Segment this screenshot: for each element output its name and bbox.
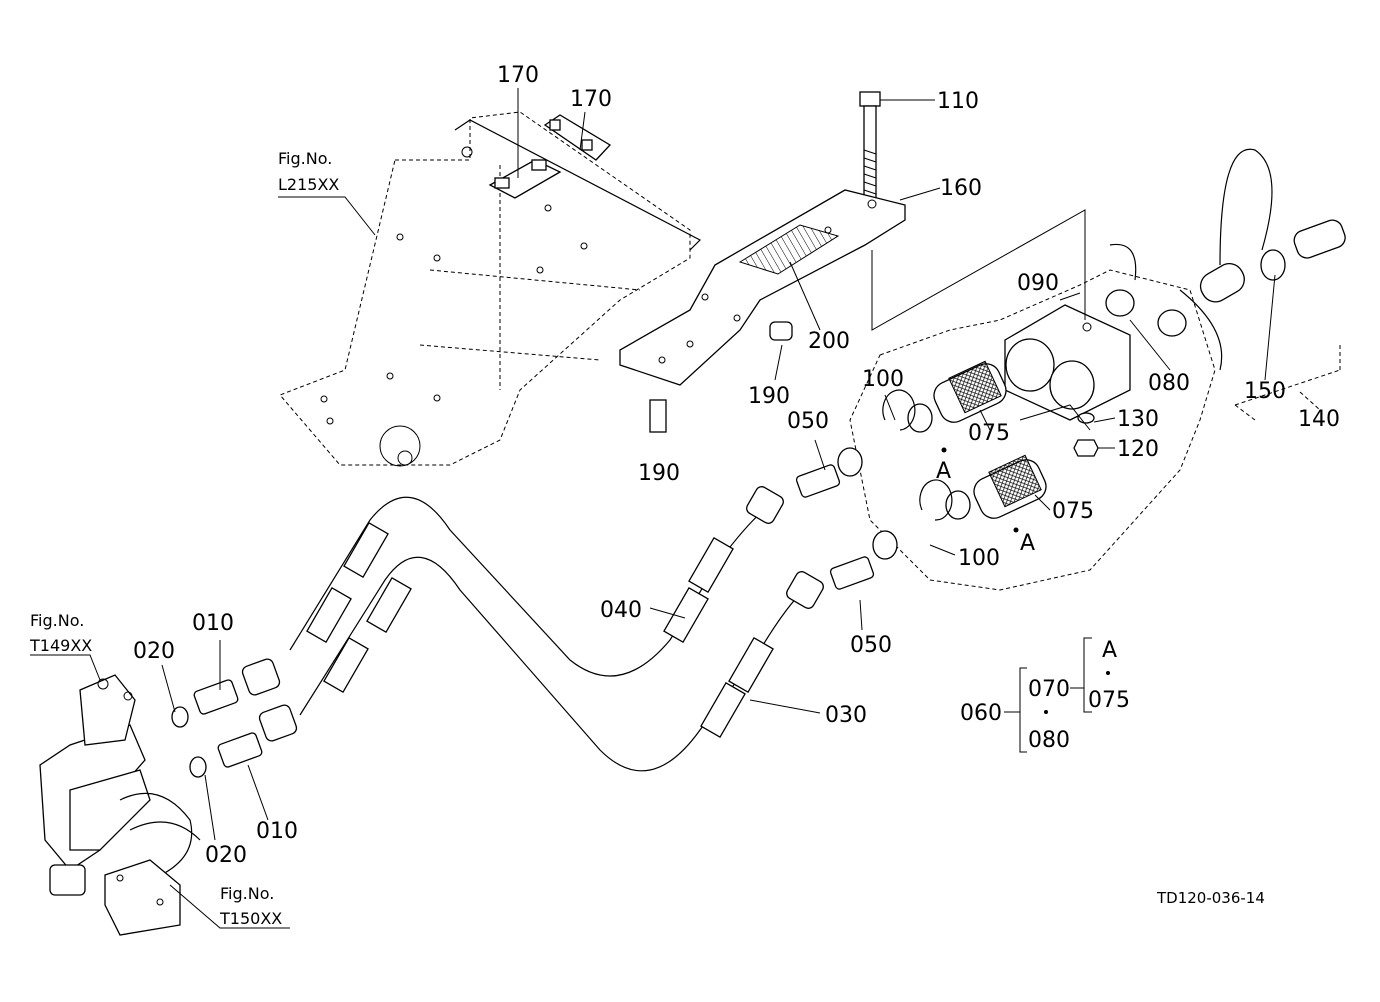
- nut-120: [1073, 439, 1099, 457]
- dust-cap-080: [1105, 243, 1223, 371]
- legend-dot: [1044, 710, 1048, 714]
- label-a: A: [1020, 531, 1035, 556]
- leader-lines: [30, 88, 1276, 929]
- o-ring-020-upper: [171, 706, 189, 728]
- drawing-number: TD120-036-14: [1156, 889, 1265, 907]
- label-040: 040: [600, 598, 642, 623]
- assembly-legend: 060 070 080 A 075: [960, 637, 1130, 753]
- ref-dot: [1013, 527, 1019, 533]
- coupler-assembly-outline: [849, 269, 1216, 591]
- legend-a: A: [1102, 638, 1117, 663]
- adapter-010-lower: [217, 732, 263, 768]
- legend-080: 080: [1028, 728, 1070, 753]
- o-ring-020-lower: [189, 756, 207, 778]
- label-190: 190: [638, 461, 680, 486]
- label-030: 030: [825, 703, 867, 728]
- legend-060: 060: [960, 701, 1002, 726]
- bracket-170-left: [488, 159, 562, 199]
- fitting-050-upper: [795, 447, 863, 498]
- label-075: 075: [968, 421, 1010, 446]
- label-100: 100: [862, 367, 904, 392]
- label-100: 100: [958, 546, 1000, 571]
- mounting-block: [104, 859, 181, 936]
- cap-140: [1234, 219, 1346, 421]
- label-150: 150: [1244, 379, 1286, 404]
- label-140: 140: [1298, 407, 1340, 432]
- label-190: 190: [748, 384, 790, 409]
- lock-pin-150: [1199, 148, 1286, 303]
- label-090: 090: [1017, 271, 1059, 296]
- label-075: 075: [1052, 499, 1094, 524]
- label-010: 010: [192, 611, 234, 636]
- fig-ref-line1: Fig.No.: [220, 884, 274, 903]
- hose-nut-lower: [258, 704, 298, 742]
- label-020: 020: [133, 639, 175, 664]
- coupler-holder-090: [1004, 304, 1131, 421]
- label-050: 050: [850, 633, 892, 658]
- label-160: 160: [940, 176, 982, 201]
- fitting-050-lower: [829, 530, 898, 590]
- fig-ref-t149: Fig.No. T149XX: [29, 611, 92, 655]
- bolt-190-upper: [769, 321, 793, 341]
- label-130: 130: [1117, 407, 1159, 432]
- fig-ref-line2: T149XX: [29, 636, 92, 655]
- ref-dot: [941, 447, 947, 453]
- plate-160: [619, 189, 906, 386]
- fig-ref-l215: Fig.No. L215XX: [278, 149, 339, 194]
- label-170: 170: [497, 63, 539, 88]
- legend-075: 075: [1088, 688, 1130, 713]
- bolt-190-lower: [649, 399, 667, 433]
- snap-ring-100-lower: [919, 479, 953, 521]
- hose-nut-upper: [241, 658, 281, 696]
- fig-ref-line2: L215XX: [278, 175, 339, 194]
- legend-070: 070: [1028, 677, 1070, 702]
- label-170: 170: [570, 87, 612, 112]
- label-050: 050: [787, 409, 829, 434]
- legend-dot: [1106, 671, 1110, 675]
- part-labels: 170 170 110 160 200 190 190 090 080 150 …: [133, 63, 1340, 868]
- fig-ref-line1: Fig.No.: [278, 149, 332, 168]
- fig-ref-line2: T150XX: [219, 909, 282, 928]
- label-200: 200: [808, 329, 850, 354]
- bolt-110: [859, 91, 881, 202]
- floor-plate: [279, 111, 702, 467]
- fig-ref-t150: Fig.No. T150XX: [219, 884, 282, 928]
- label-080: 080: [1148, 371, 1190, 396]
- snap-ring-100-upper: [882, 389, 916, 431]
- label-110: 110: [937, 89, 979, 114]
- label-020: 020: [205, 843, 247, 868]
- bracket-170-right: [543, 114, 612, 161]
- hose-040: [289, 486, 784, 677]
- adapter-010-upper: [193, 679, 239, 715]
- label-010: 010: [256, 819, 298, 844]
- quick-coupler-075-upper: [907, 360, 1007, 433]
- hose-030: [299, 556, 824, 772]
- control-valve: [39, 674, 201, 896]
- label-120: 120: [1117, 437, 1159, 462]
- fig-ref-line1: Fig.No.: [30, 611, 84, 630]
- quick-coupler-075-lower: [945, 454, 1047, 520]
- label-a: A: [936, 459, 951, 484]
